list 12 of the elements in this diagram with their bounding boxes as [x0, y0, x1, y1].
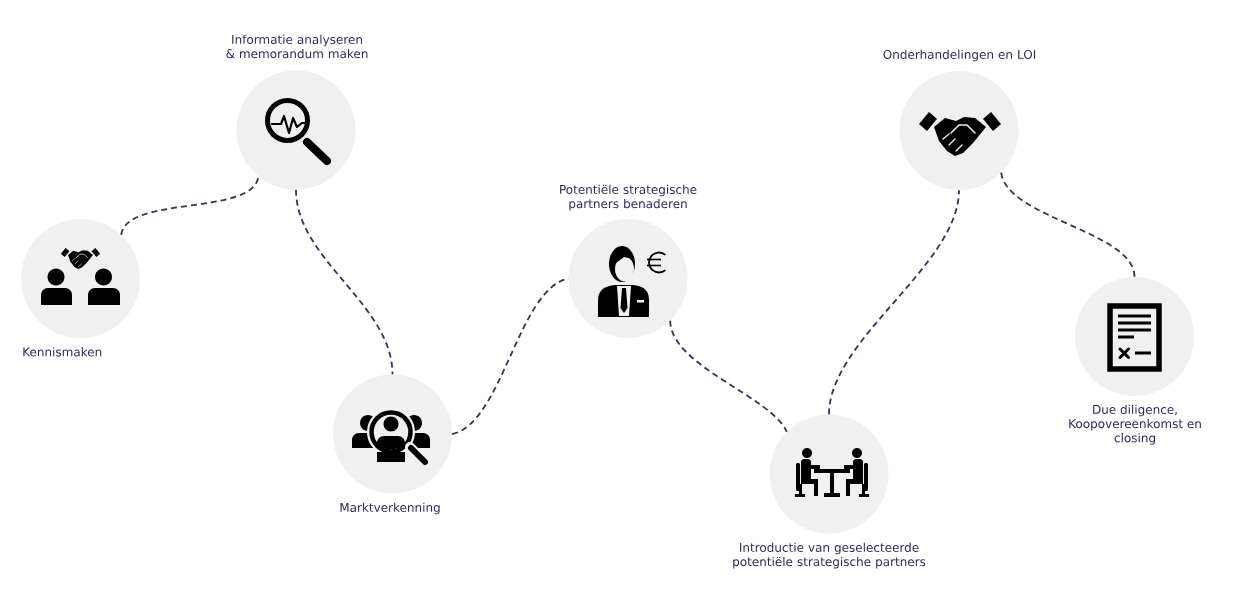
step-label: Kennismaken: [23, 347, 102, 357]
dashed-connector: [828, 189, 960, 416]
dashed-connector: [1000, 171, 1136, 278]
step-label: Informatie analyseren & memorandum maken: [226, 34, 368, 59]
step-label: Onderhandelingen en LOI: [883, 49, 1036, 62]
step-label: Introductie van geselecteerde potentiële strategische partners: [733, 542, 926, 569]
dashed-connector: [295, 188, 394, 376]
step-label: Potentiële strategische partners benaderen: [560, 184, 697, 211]
step-label: Marktverkenning: [340, 502, 440, 515]
dashed-connector: [120, 175, 260, 236]
step-label: Due diligence, Koopovereenkomst en closing: [1069, 404, 1201, 445]
dashed-connector: [669, 319, 788, 433]
